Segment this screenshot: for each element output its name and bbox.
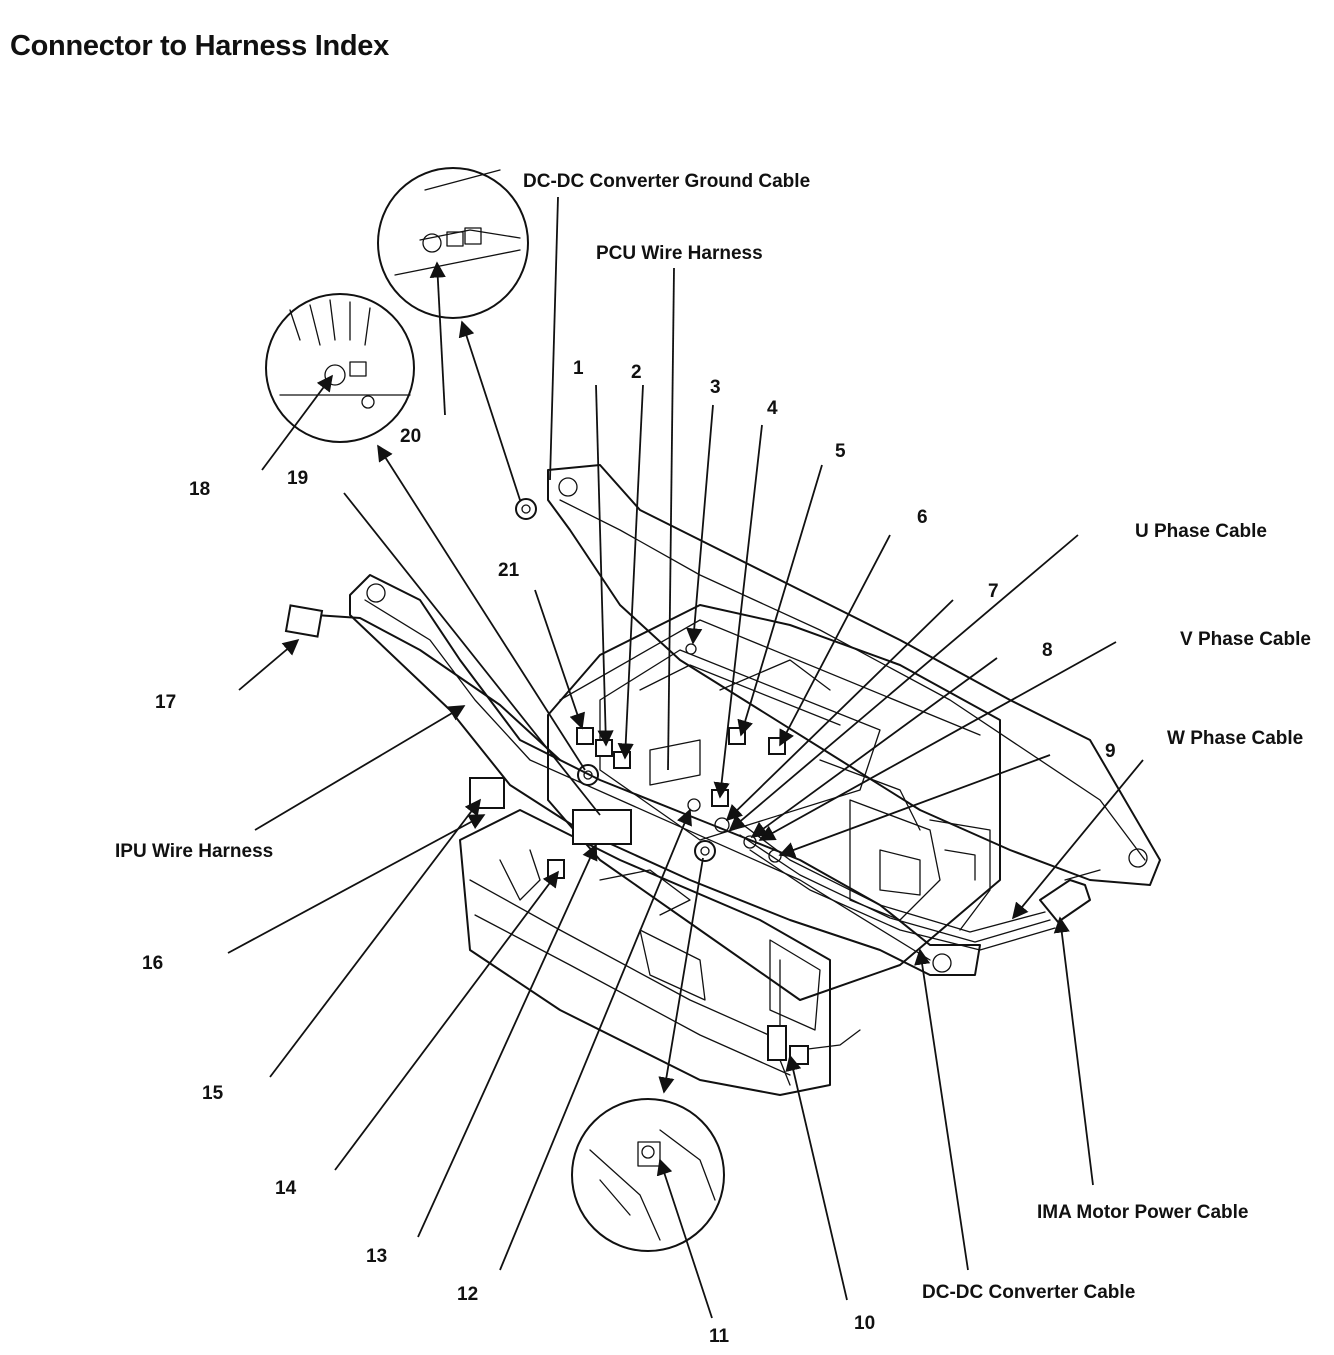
page-title: Connector to Harness Index bbox=[10, 30, 389, 62]
callout-2: 2 bbox=[631, 362, 642, 383]
frame-rails bbox=[349, 464, 1161, 976]
callout-18: 18 bbox=[189, 479, 211, 500]
detail-view-dcdc-ground bbox=[377, 167, 529, 319]
callout-9: 9 bbox=[1105, 741, 1116, 762]
label-dcdc-ground-cable: DC-DC Converter Ground Cable bbox=[523, 171, 811, 192]
callout-14: 14 bbox=[275, 1178, 297, 1199]
callout-5: 5 bbox=[835, 441, 846, 462]
callout-13: 13 bbox=[366, 1246, 388, 1267]
callout-6: 6 bbox=[917, 507, 928, 528]
label-u-phase-cable: U Phase Cable bbox=[1135, 521, 1267, 542]
callout-19: 19 bbox=[287, 468, 309, 489]
label-v-phase-cable: V Phase Cable bbox=[1180, 629, 1311, 650]
callout-15: 15 bbox=[202, 1083, 224, 1104]
label-dcdc-converter-cable: DC-DC Converter Cable bbox=[922, 1282, 1136, 1303]
detail-view-19-20 bbox=[265, 293, 415, 443]
callout-10: 10 bbox=[854, 1313, 876, 1334]
callout-20: 20 bbox=[400, 426, 422, 447]
callout-3: 3 bbox=[710, 377, 721, 398]
label-w-phase-cable: W Phase Cable bbox=[1167, 728, 1304, 749]
callout-4: 4 bbox=[767, 398, 778, 419]
label-pcu-wire-harness: PCU Wire Harness bbox=[596, 243, 763, 264]
unit-body bbox=[459, 604, 1001, 1096]
terminals bbox=[515, 498, 782, 863]
callout-12: 12 bbox=[457, 1284, 479, 1305]
cables bbox=[314, 614, 1101, 1086]
label-ipu-wire-harness: IPU Wire Harness bbox=[115, 841, 274, 862]
callout-16: 16 bbox=[142, 953, 164, 974]
callout-11: 11 bbox=[709, 1326, 730, 1347]
label-ima-motor-power-cable: IMA Motor Power Cable bbox=[1037, 1202, 1249, 1223]
callout-1: 1 bbox=[573, 358, 584, 379]
callout-21: 21 bbox=[498, 560, 520, 581]
callout-7: 7 bbox=[988, 581, 999, 602]
callout-8: 8 bbox=[1042, 640, 1053, 661]
connectors bbox=[284, 604, 809, 1065]
detail-view-11 bbox=[571, 1098, 725, 1252]
callout-17: 17 bbox=[155, 692, 177, 713]
leader-lines bbox=[227, 196, 1144, 1319]
